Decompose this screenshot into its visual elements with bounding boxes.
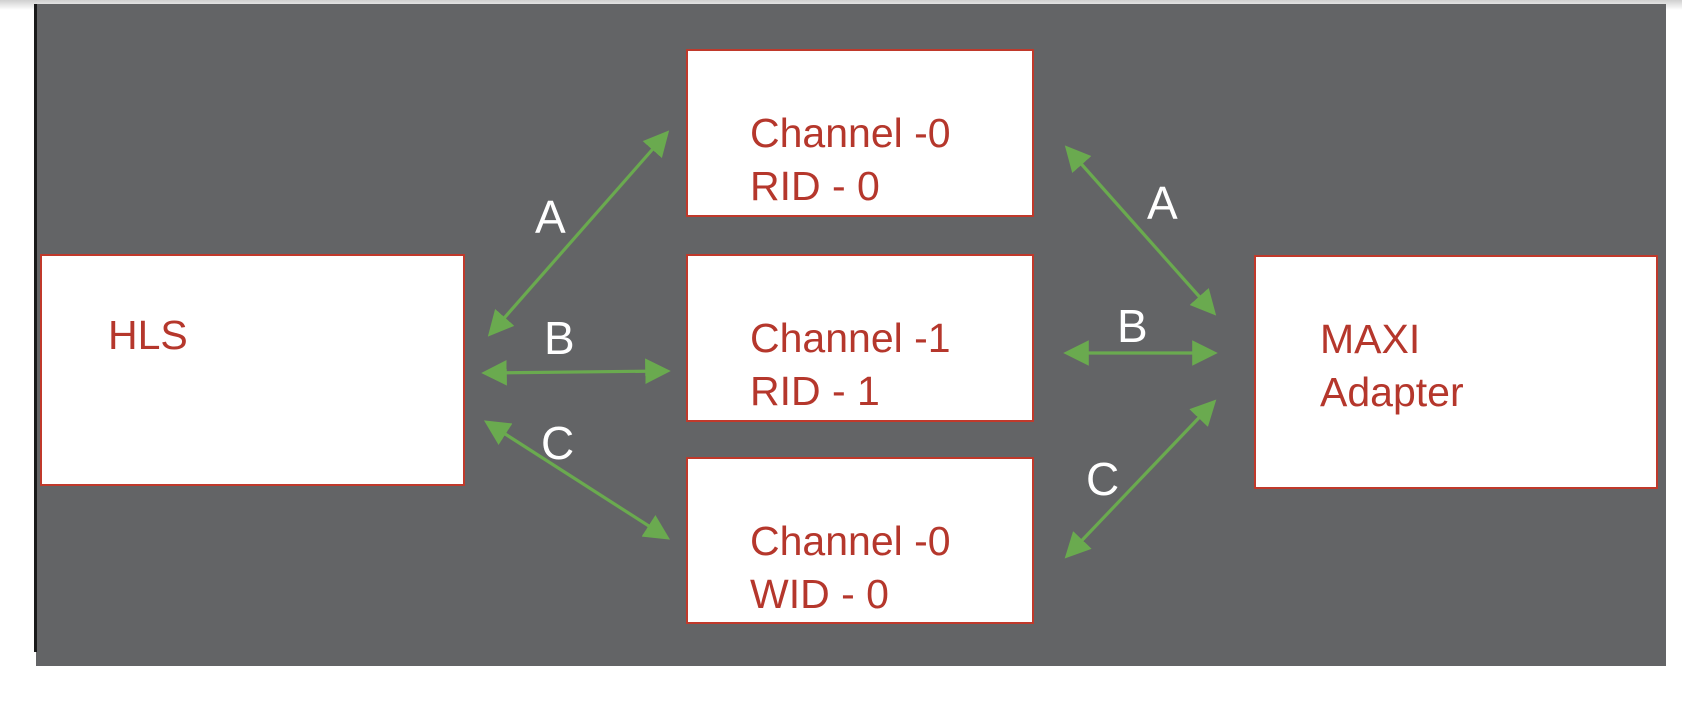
arrow-hls-channel-0-wid-0 xyxy=(483,420,671,540)
hls-label: HLS xyxy=(108,312,188,358)
channel-0-wid-0-box: Channel -0 WID - 0 xyxy=(686,457,1034,624)
edge-label-right-a: A xyxy=(1147,177,1178,229)
arrow-hls-channel-0-rid-0 xyxy=(487,130,670,337)
canvas-left-edge xyxy=(34,4,37,652)
channel-0-rid-0-box: Channel -0 RID - 0 xyxy=(686,49,1034,217)
channel-0-wid-0-line2: WID - 0 xyxy=(750,571,889,617)
arrow-channel-0-wid-0-maxi xyxy=(1064,399,1217,559)
edge-label-right-b: B xyxy=(1117,300,1148,352)
channel-0-rid-0-line1: Channel -0 xyxy=(750,110,951,156)
arrow-channel-0-rid-0-maxi xyxy=(1064,145,1217,316)
channel-1-rid-1-line2: RID - 1 xyxy=(750,368,880,414)
edge-label-left-c: C xyxy=(541,417,574,469)
channel-1-rid-1-line1: Channel -1 xyxy=(750,315,951,361)
hls-box: HLS xyxy=(40,254,465,486)
maxi-adapter-line2: Adapter xyxy=(1320,369,1464,415)
maxi-adapter-box: MAXI Adapter xyxy=(1254,255,1658,489)
channel-0-wid-0-line1: Channel -0 xyxy=(750,518,951,564)
edge-label-left-b: B xyxy=(544,312,575,364)
edge-label-right-c: C xyxy=(1086,453,1119,505)
maxi-adapter-line1: MAXI xyxy=(1320,316,1421,362)
channel-1-rid-1-box: Channel -1 RID - 1 xyxy=(686,254,1034,422)
arrow-hls-channel-1-rid-1 xyxy=(481,358,671,386)
edge-label-left-a: A xyxy=(535,191,566,243)
channel-0-rid-0-line2: RID - 0 xyxy=(750,163,880,209)
